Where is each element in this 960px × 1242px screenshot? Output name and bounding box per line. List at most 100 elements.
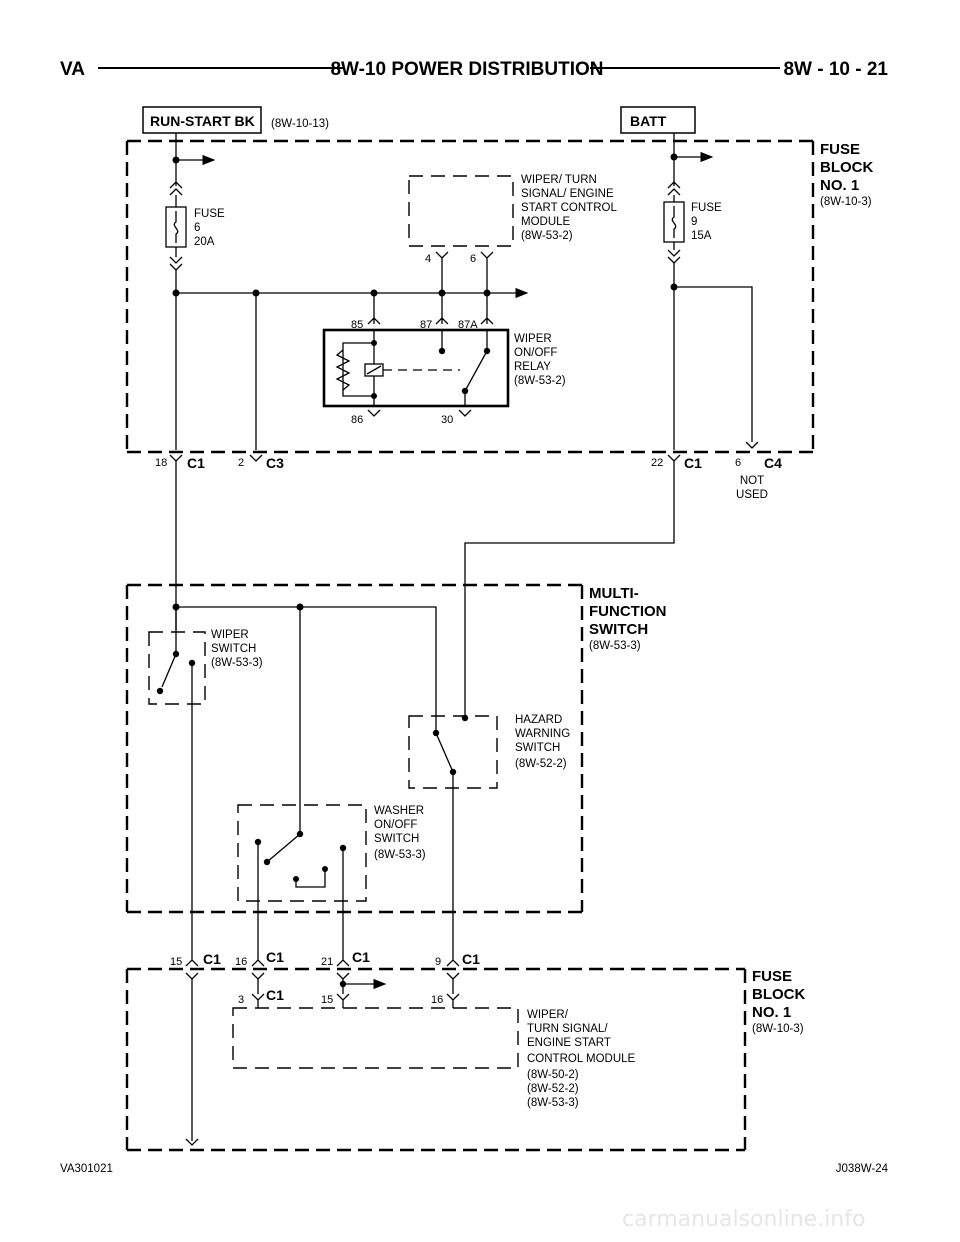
connector-label: C1 <box>684 455 702 471</box>
component-label-line: WIPER <box>211 629 249 641</box>
component-label-line: CONTROL MODULE <box>527 1053 636 1065</box>
pin-label: 16 <box>431 994 443 1006</box>
block-label-line: BLOCK <box>820 159 873 176</box>
fuse-6-label: FUSE 6 20A <box>194 208 225 248</box>
hazard-warning-switch: HAZARD WARNING SWITCH (8W-52-2) <box>408 714 570 940</box>
connector-label: C3 <box>266 455 284 471</box>
connector-label: C1 <box>266 949 284 965</box>
connector-label: C4 <box>764 455 782 471</box>
page-footer: VA301021 J038W-24 <box>60 1163 889 1175</box>
component-label-line: WIPER/ TURN <box>521 174 597 186</box>
run-start-ref: (8W-10-13) <box>271 118 329 130</box>
page-header: VA 8W-10 POWER DISTRIBUTION 8W - 10 - 21 <box>60 59 888 80</box>
fuse-label-line: 6 <box>194 222 200 234</box>
wiper-relay: 85 87 87A 86 30 WIPER ON/OFF RELAY (8W-5… <box>322 293 566 426</box>
connector-label: C1 <box>462 951 480 967</box>
component-label-line: START CONTROL <box>521 202 617 214</box>
multi-function-bus <box>172 603 437 834</box>
component-label-line: RELAY <box>514 361 551 373</box>
component-label-line: (8W-53-3) <box>374 849 426 861</box>
relay-box <box>322 328 510 408</box>
component-label-line: SWITCH <box>515 742 560 754</box>
pin-label: 15 <box>170 956 182 968</box>
component-label-line: (8W-53-2) <box>514 375 566 387</box>
component-label-line: MODULE <box>521 216 571 228</box>
pin-label: 15 <box>321 994 333 1006</box>
pin-label: 85 <box>351 319 363 331</box>
component-label-line: ON/OFF <box>514 347 557 359</box>
fuse-label-line: 15A <box>691 230 712 242</box>
component-label-line: (8W-53-3) <box>527 1097 579 1109</box>
component-label-line: ENGINE START <box>527 1037 611 1049</box>
wiper-module-top: WIPER/ TURN SIGNAL/ ENGINE START CONTROL… <box>408 174 617 293</box>
component-label-line: WIPER/ <box>527 1009 569 1021</box>
fuse-9-label: FUSE 9 15A <box>691 202 722 242</box>
multi-function-connectors: 15 C1 16 C1 21 C1 9 C1 <box>170 940 480 968</box>
pin-label: 18 <box>155 457 167 469</box>
interconnect-wires <box>175 461 675 718</box>
fuse-6-circuit <box>165 133 216 450</box>
block-ref: (8W-10-3) <box>820 196 872 208</box>
block-label-line: FUSE <box>820 141 860 158</box>
component-label-line: (8W-53-3) <box>211 657 263 669</box>
component-label-line: (8W-53-2) <box>521 230 573 242</box>
component-label-line: (8W-52-2) <box>527 1083 579 1095</box>
pin-label: 21 <box>321 956 333 968</box>
fuse-label-line: FUSE <box>691 202 722 214</box>
component-label-line: TURN SIGNAL/ <box>527 1023 608 1035</box>
pin-label: 6 <box>735 457 741 469</box>
batt-source: BATT <box>620 106 696 134</box>
block-label-line: NO. 1 <box>752 1004 791 1021</box>
header-left: VA <box>60 59 85 80</box>
pin-label: 2 <box>238 457 244 469</box>
component-label-line: SWITCH <box>374 833 419 845</box>
component-label-line: WASHER <box>374 805 424 817</box>
pin-label: 86 <box>351 414 363 426</box>
block-ref: (8W-53-3) <box>589 640 641 652</box>
connector-label: C1 <box>203 951 221 967</box>
component-label-line: WIPER <box>514 333 552 345</box>
pin-label: 87A <box>458 319 478 331</box>
multi-function-switch-label: MULTI- FUNCTION SWITCH (8W-53-3) <box>589 585 667 652</box>
header-page-number: 8W - 10 - 21 <box>783 59 888 80</box>
run-start-label: RUN-START BK <box>150 113 255 129</box>
fuse-label-line: FUSE <box>194 208 225 220</box>
pin-label: 3 <box>238 994 244 1006</box>
pin-label: 4 <box>425 253 431 265</box>
pin-label: 87 <box>420 319 432 331</box>
block-ref: (8W-10-3) <box>752 1023 804 1035</box>
not-used-label: USED <box>736 489 768 501</box>
pin-label: 9 <box>435 956 441 968</box>
block-label-line: MULTI- <box>589 585 639 602</box>
watermark: carmanualsonline.info <box>622 1207 865 1232</box>
block-label-line: BLOCK <box>752 986 805 1003</box>
component-label-line: (8W-52-2) <box>515 758 567 770</box>
pin-label: 6 <box>470 253 476 265</box>
block-label-line: SWITCH <box>589 621 648 638</box>
connector-label: C1 <box>352 949 370 965</box>
pin-label: 22 <box>651 457 663 469</box>
fuse-6-bus <box>172 287 529 450</box>
component-label-line: (8W-50-2) <box>527 1069 579 1081</box>
top-block-connectors: 18 C1 2 C3 22 C1 6 C4 NOT USED <box>155 441 782 501</box>
connector-label: C1 <box>187 455 205 471</box>
fuse-block-bottom-border <box>125 967 747 1152</box>
component-label-line: SWITCH <box>211 643 256 655</box>
fuse-label-line: 9 <box>691 216 697 228</box>
component-label-line: SIGNAL/ ENGINE <box>521 188 614 200</box>
run-start-source: RUN-START BK (8W-10-13) <box>142 106 329 134</box>
fuse-label-line: 20A <box>194 236 215 248</box>
connector-label: C1 <box>266 987 284 1003</box>
component-label-line: WARNING <box>515 728 570 740</box>
pin-label: 16 <box>235 956 247 968</box>
washer-switch: WASHER ON/OFF SWITCH (8W-53-3) <box>237 804 426 940</box>
fuse-block-bottom-wiring: 3 C1 15 16 <box>185 972 460 1146</box>
block-label-line: NO. 1 <box>820 177 859 194</box>
component-label-line: ON/OFF <box>374 819 417 831</box>
wiper-module-bottom: WIPER/ TURN SIGNAL/ ENGINE START CONTROL… <box>232 1007 636 1109</box>
pin-label: 30 <box>441 414 453 426</box>
fuse-block-top-label: FUSE BLOCK NO. 1 (8W-10-3) <box>820 141 873 208</box>
fuse-9-circuit <box>663 133 753 450</box>
not-used-label: NOT <box>740 475 764 487</box>
